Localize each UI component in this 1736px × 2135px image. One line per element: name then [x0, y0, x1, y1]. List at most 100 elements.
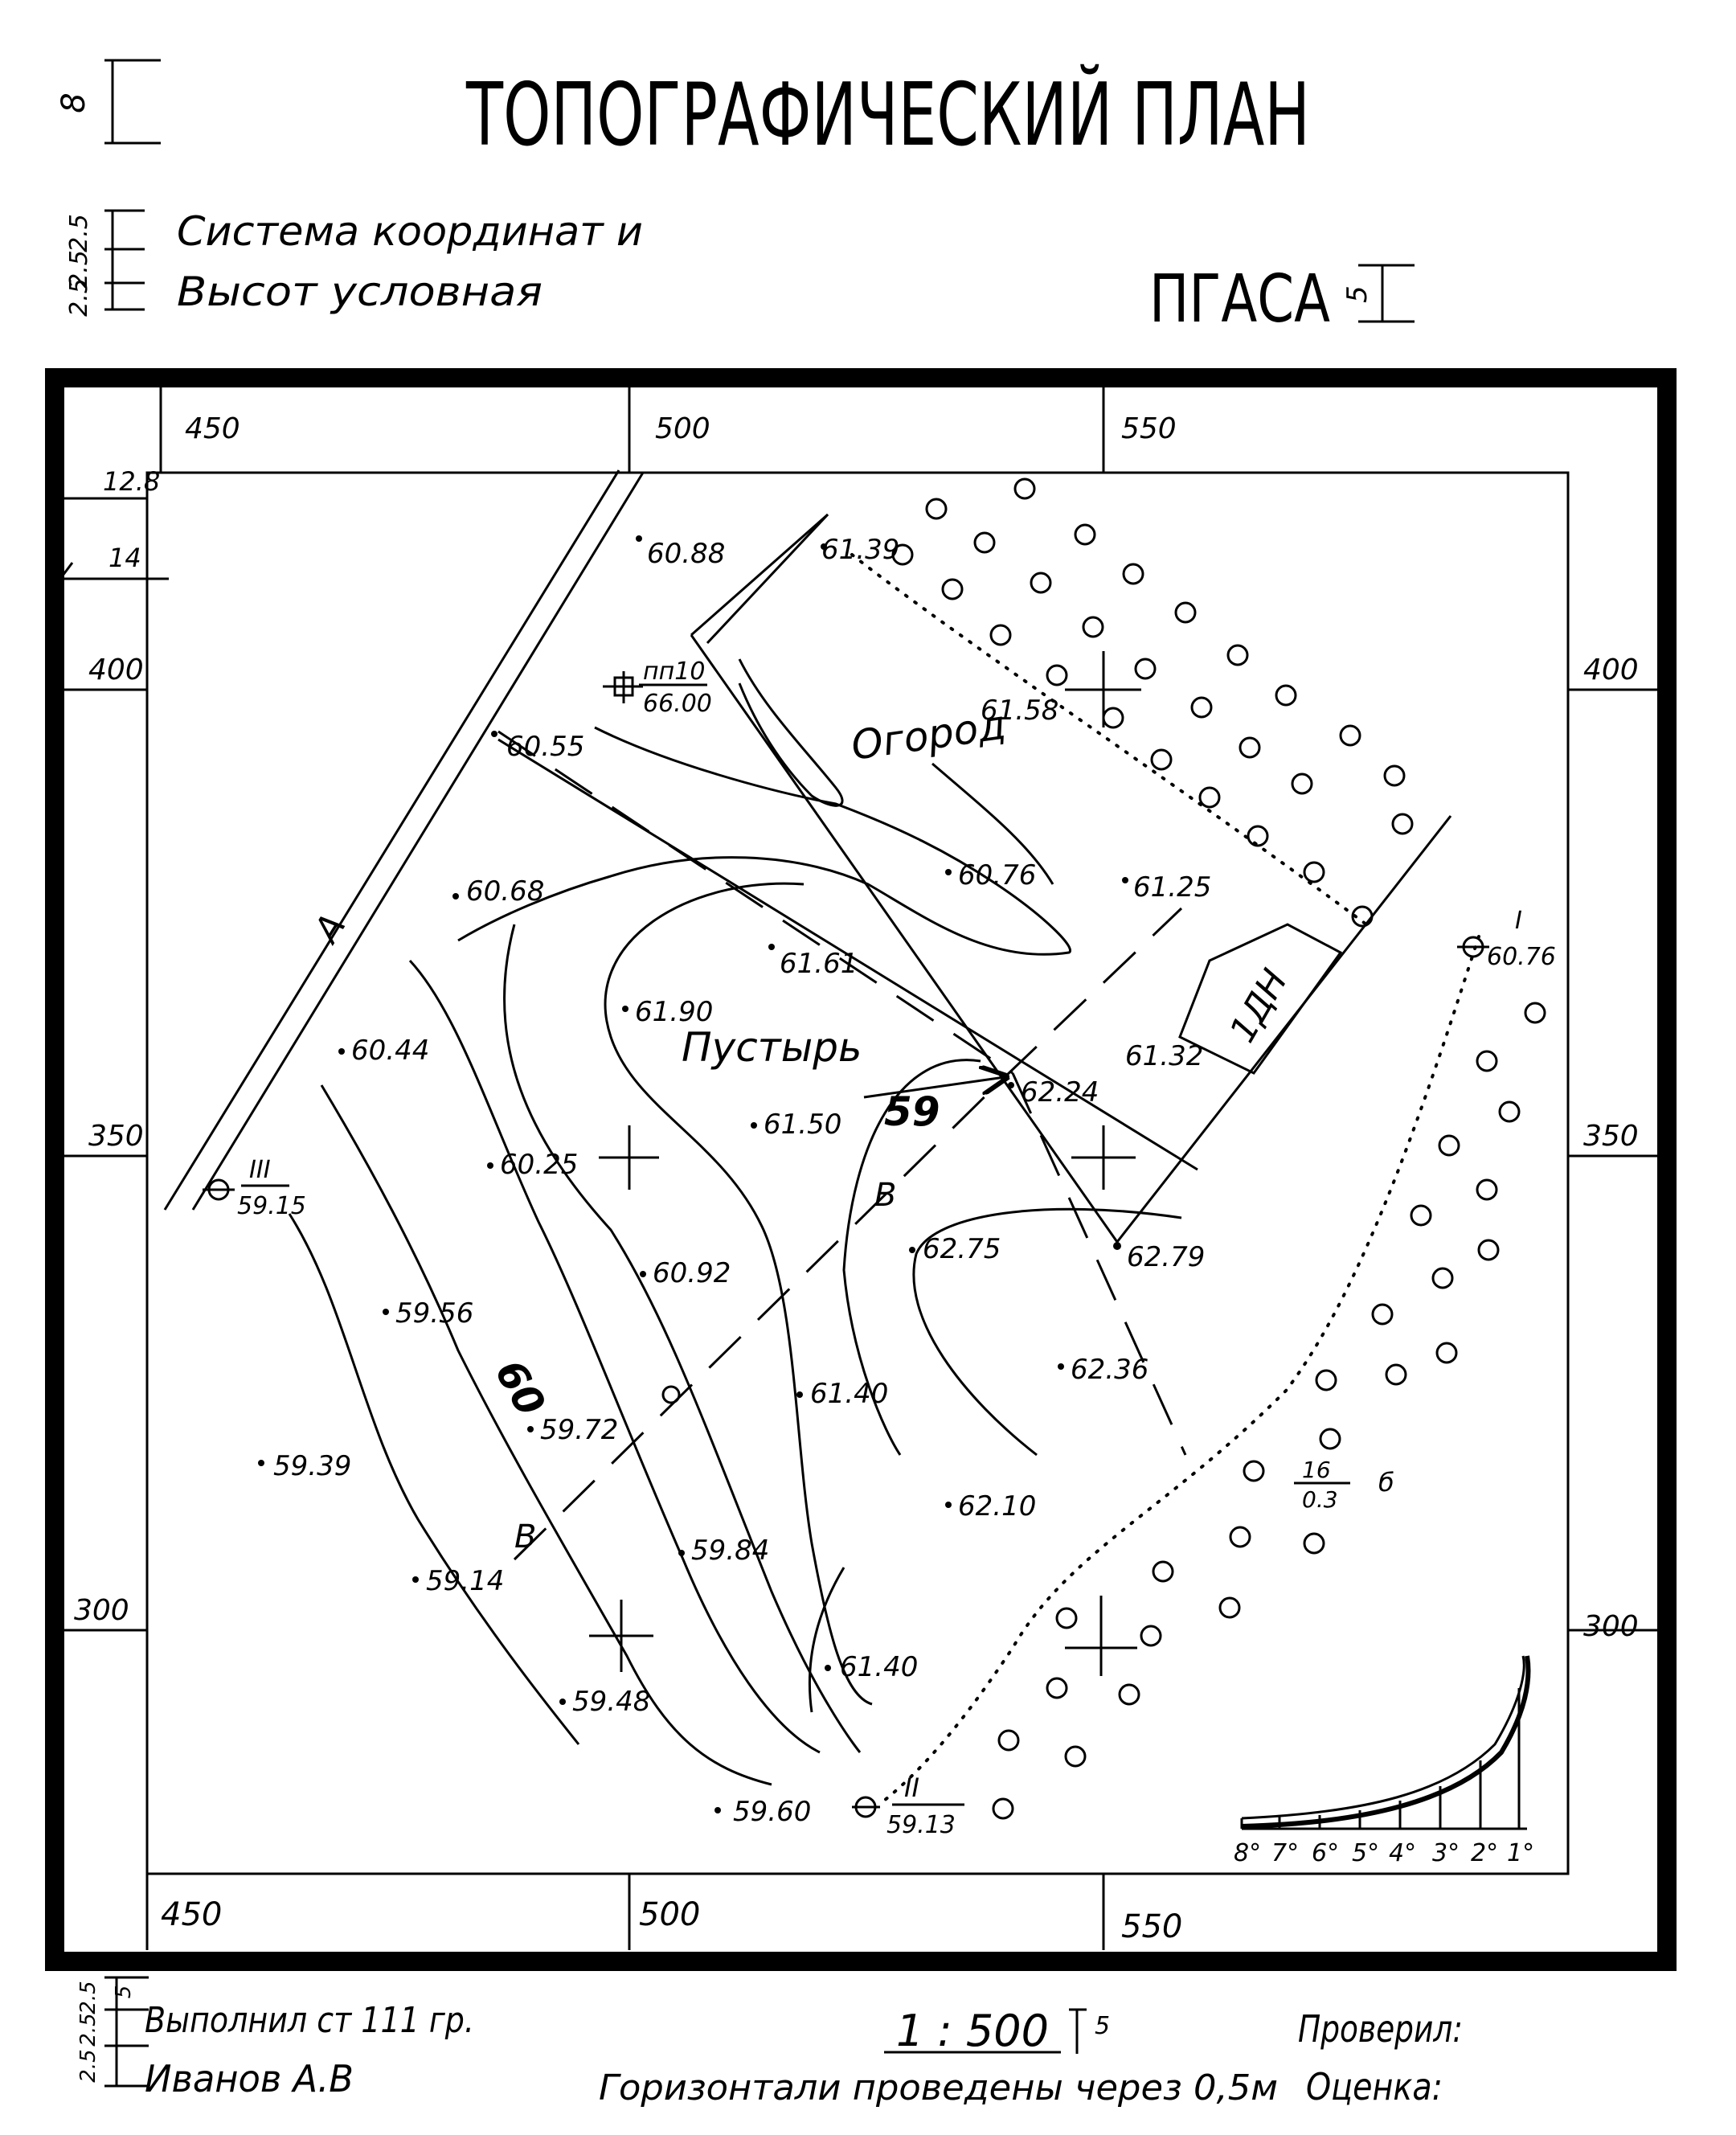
elev-61-58: 61.58 — [981, 695, 1058, 727]
elev-62-10: 62.10 — [958, 1490, 1036, 1522]
elev-60-55: 60.55 — [506, 731, 584, 763]
org-dimension-label: 5 — [1341, 285, 1374, 303]
footer-dim-2: 2.5 — [76, 2013, 100, 2046]
station-I — [1457, 936, 1489, 958]
tree-note-suffix: б — [1378, 1467, 1394, 1498]
footer-performed: Выполнил ст 111 гр. — [145, 2000, 474, 2041]
dashed-road-b — [497, 730, 1187, 1561]
elev-61-50: 61.50 — [764, 1108, 841, 1141]
elev-60-76: 60.76 — [958, 859, 1036, 891]
note-dim-2: 2.5 — [65, 250, 93, 289]
road-label-b-2: В — [514, 1518, 536, 1555]
grid-top-500: 500 — [655, 412, 710, 445]
elev-61-32: 61.32 — [1125, 1040, 1203, 1072]
station-II-value: 59.13 — [886, 1811, 956, 1839]
elev-61-61: 61.61 — [780, 948, 858, 980]
footer-grade: Оценка: — [1306, 2065, 1443, 2108]
grid-ticks — [64, 387, 1657, 1950]
slope-2: 2° — [1471, 1839, 1498, 1867]
station-pp10 — [603, 671, 643, 703]
elev-61-39: 61.39 — [821, 534, 899, 566]
elev-62-79: 62.79 — [1127, 1241, 1205, 1273]
contour-label-59: 59 — [884, 1088, 940, 1135]
grid-top-450: 450 — [185, 412, 240, 445]
spot-heights: 60.88 61.39 61.58 60.55 60.68 60.76 61.2… — [258, 534, 1211, 1828]
road-label-b-1: В — [874, 1177, 896, 1214]
slope-4: 4° — [1389, 1839, 1416, 1867]
station-pp10-label: пп10 — [643, 658, 705, 686]
elev-61-90: 61.90 — [635, 996, 713, 1028]
elev-59-60: 59.60 — [733, 1796, 811, 1828]
grid-bottom-450: 450 — [161, 1896, 222, 1933]
elev-62-75: 62.75 — [923, 1233, 1001, 1265]
contour-lines — [288, 658, 1182, 1786]
elev-61-40-b: 61.40 — [840, 1651, 918, 1683]
station-pp10-value: 66.00 — [643, 690, 712, 718]
footer-dimension — [104, 1976, 149, 2088]
footer-dim-3: 2.5 — [76, 2049, 100, 2082]
slope-3: 3° — [1432, 1839, 1460, 1867]
elev-61-40-a: 61.40 — [810, 1378, 888, 1410]
note-dim-1: 2.5 — [65, 214, 93, 252]
elev-60-88: 60.88 — [647, 538, 725, 570]
building — [1178, 923, 1343, 1075]
coordinate-system-note-2: Высот условная — [177, 268, 542, 315]
elev-59-72: 59.72 — [540, 1414, 618, 1446]
left-dim-top: 12.8 — [103, 466, 160, 497]
grid-right-300: 300 — [1583, 1610, 1639, 1643]
slope-7: 7° — [1271, 1839, 1299, 1867]
elev-59-14: 59.14 — [426, 1565, 504, 1597]
slope-1: 1° — [1507, 1839, 1534, 1867]
contour-label-60: 60 — [486, 1352, 555, 1424]
footer-dim-4: 5 — [112, 1985, 136, 1999]
road-a — [163, 469, 645, 1211]
station-III — [203, 1178, 289, 1201]
grid-right-400: 400 — [1583, 654, 1639, 686]
scale-dimension-label: 5 — [1095, 2012, 1110, 2040]
grid-bottom-500: 500 — [639, 1896, 700, 1933]
elev-60-68: 60.68 — [466, 875, 544, 908]
station-III-value: 59.15 — [237, 1192, 306, 1220]
elev-60-92: 60.92 — [653, 1257, 731, 1289]
outer-frame — [45, 368, 1677, 1971]
slope-6: 6° — [1312, 1839, 1339, 1867]
traverse-line — [497, 513, 1452, 1243]
station-III-label: III — [249, 1156, 271, 1184]
organization-label: ПГАСА — [1149, 261, 1330, 338]
grid-left-300: 300 — [74, 1594, 129, 1627]
grid-crosses — [589, 651, 1141, 1676]
note-dim-3: 2.5 — [65, 278, 93, 317]
inner-frame — [145, 471, 1570, 1875]
elev-60-25: 60.25 — [500, 1149, 578, 1181]
elev-59-48: 59.48 — [572, 1686, 650, 1718]
place-wasteland: Пустырь — [682, 1024, 862, 1071]
elev-59-39: 59.39 — [273, 1450, 351, 1482]
grid-right-350: 350 — [1583, 1120, 1639, 1153]
map-title: ТОПОГРАФИЧЕСКИЙ ПЛАН — [465, 64, 1310, 166]
footer-checked: Проверил: — [1298, 2007, 1463, 2051]
elev-59-56: 59.56 — [395, 1297, 473, 1330]
tree-note-top: 16 — [1302, 1457, 1331, 1483]
org-dimension — [1358, 264, 1415, 323]
note-dimension — [104, 209, 145, 311]
scale-dimension — [1069, 2008, 1087, 2054]
elev-62-24: 62.24 — [1021, 1076, 1099, 1108]
station-I-label: I — [1515, 907, 1522, 935]
trees — [891, 477, 1546, 1820]
tree-note-bottom: 0.3 — [1302, 1486, 1338, 1513]
title-dimension-label: 8 — [55, 92, 92, 113]
elev-61-25: 61.25 — [1133, 871, 1211, 904]
grid-left-350: 350 — [88, 1120, 144, 1153]
grid-bottom-550: 550 — [1121, 1908, 1182, 1945]
elev-60-44: 60.44 — [351, 1035, 429, 1067]
footer-author: Иванов А.В — [145, 2057, 354, 2100]
station-II — [852, 1796, 964, 1818]
elev-59-84: 59.84 — [691, 1535, 769, 1567]
grid-left-400: 400 — [88, 654, 144, 686]
road-marker — [661, 1385, 681, 1404]
footer-contours: Горизонтали проведены через 0,5м — [599, 2067, 1278, 2108]
station-II-label: II — [904, 1772, 919, 1803]
elev-62-36: 62.36 — [1071, 1354, 1148, 1386]
orchard-boundary — [850, 553, 1480, 1802]
